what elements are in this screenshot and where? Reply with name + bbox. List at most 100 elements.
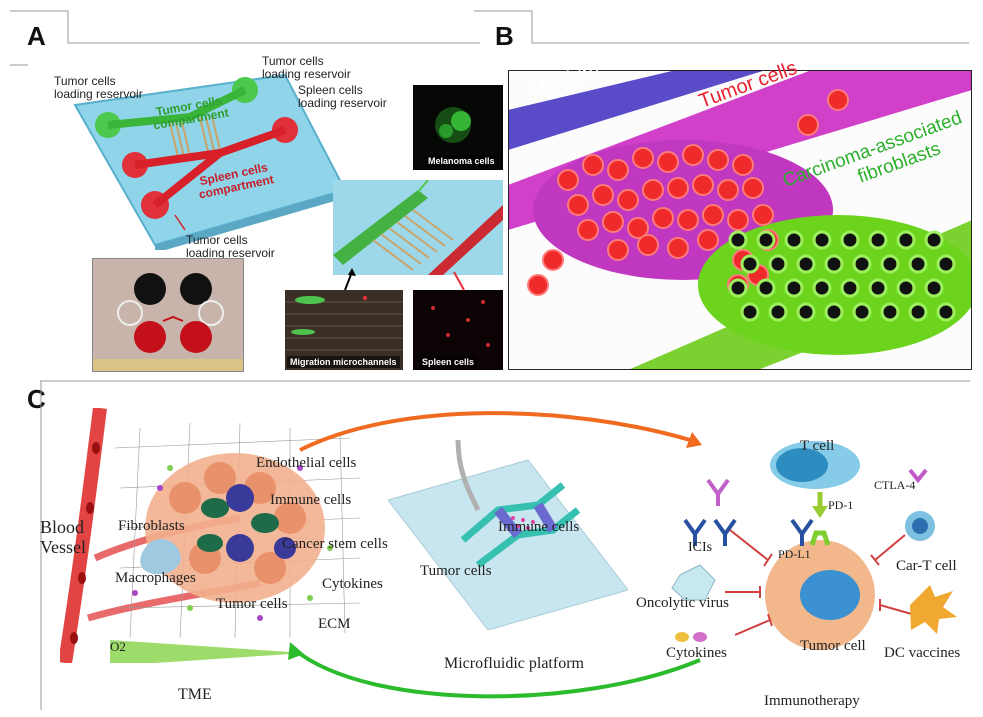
fibroblast-cell-dot bbox=[728, 278, 748, 298]
tumor-cells-label-tme: Tumor cells bbox=[216, 596, 288, 612]
panel-c-frame bbox=[40, 380, 970, 710]
tumor-cell-dot bbox=[682, 144, 704, 166]
tumor-cell-dot bbox=[557, 169, 579, 191]
platform-immune-label: Immune cells bbox=[498, 519, 580, 535]
tumor-reservoir-left-label: Tumor cells loading reservoir bbox=[54, 74, 143, 101]
fibroblasts-label: Fibroblasts bbox=[118, 518, 185, 534]
endothelial-label: Endothelial cells bbox=[256, 455, 357, 471]
melanoma-caption: Melanoma cells bbox=[425, 155, 498, 167]
tumor-cell-dot bbox=[627, 217, 649, 239]
fibroblast-cell-dot bbox=[796, 302, 816, 322]
fibroblast-cell-dot bbox=[768, 254, 788, 274]
cytokines-label-tme: Cytokines bbox=[322, 576, 383, 592]
migration-micrograph: Migration microchannels bbox=[285, 290, 403, 370]
tumor-cell-dot bbox=[707, 149, 729, 171]
fibroblast-cell-dot bbox=[812, 278, 832, 298]
t-cell-label: T cell bbox=[800, 438, 835, 454]
platform-tumor-label: Tumor cells bbox=[420, 563, 492, 579]
tumor-cell-dot bbox=[752, 204, 774, 226]
tumor-cell-dot bbox=[642, 179, 664, 201]
fibroblast-cell-dot bbox=[784, 278, 804, 298]
immunotherapy-caption: Immunotherapy bbox=[764, 693, 860, 709]
cytokines-label-immuno: Cytokines bbox=[666, 645, 727, 661]
fibroblast-cell-dot bbox=[896, 230, 916, 250]
coculture-chip bbox=[508, 70, 972, 370]
tumor-cell-dot bbox=[607, 159, 629, 181]
immune-cells-label: Immune cells bbox=[270, 492, 352, 508]
pdl1-label: PD-L1 bbox=[778, 547, 811, 561]
microfluidic-platform bbox=[388, 440, 628, 630]
panel-a-frame bbox=[10, 10, 480, 66]
tumor-cell-dot bbox=[667, 177, 689, 199]
tme-illustration bbox=[60, 408, 361, 663]
panel-b-letter: B bbox=[495, 21, 514, 51]
tumor-cell-dot bbox=[567, 194, 589, 216]
fibroblast-cell-dot bbox=[924, 230, 944, 250]
fibroblast-cell-dot bbox=[908, 254, 928, 274]
tumor-cell-dot bbox=[657, 151, 679, 173]
tumor-cell-label: Tumor cell bbox=[800, 638, 866, 654]
microchannel-zoom bbox=[333, 180, 503, 275]
panel-b-frame bbox=[474, 10, 969, 44]
fibroblast-cell-dot bbox=[812, 230, 832, 250]
panel-a-letter: A bbox=[27, 21, 46, 51]
tumor-cell-dot bbox=[652, 207, 674, 229]
fibroblast-cell-dot bbox=[840, 230, 860, 250]
icis-label: ICIs bbox=[688, 540, 713, 555]
fibroblast-cell-dot bbox=[756, 230, 776, 250]
melanoma-micrograph: Melanoma cells bbox=[413, 85, 503, 170]
dc-vaccines-label: DC vaccines bbox=[884, 645, 961, 661]
tumor-cell-dot bbox=[827, 89, 849, 111]
arrow-red bbox=[453, 271, 465, 291]
car-t-label: Car-T cell bbox=[896, 558, 957, 574]
chip-schematic bbox=[73, 73, 347, 250]
tumor-cell-dot bbox=[602, 211, 624, 233]
fibroblast-cell-dot bbox=[740, 254, 760, 274]
tumor-cell-dot bbox=[527, 274, 549, 296]
oncolytic-label: Oncolytic virus bbox=[636, 595, 729, 611]
fibroblast-cell-dot bbox=[936, 302, 956, 322]
tumor-cell-dot bbox=[717, 179, 739, 201]
spleen-micrograph: Spleen cells bbox=[413, 290, 503, 370]
tumor-cell-dot bbox=[632, 147, 654, 169]
cancer-stem-label: Cancer stem cells bbox=[282, 536, 388, 552]
fibroblast-cell-dot bbox=[756, 278, 776, 298]
tumor-cell-dot bbox=[667, 237, 689, 259]
arrow-black bbox=[344, 268, 356, 291]
tumor-cell-dot bbox=[702, 204, 724, 226]
tme-caption: TME bbox=[178, 686, 212, 703]
fibroblast-cell-dot bbox=[936, 254, 956, 274]
o2-label: O2 bbox=[110, 639, 126, 654]
fibroblast-cell-dot bbox=[824, 254, 844, 274]
fibroblast-cell-dot bbox=[896, 278, 916, 298]
ecm-label: ECM bbox=[318, 616, 351, 632]
blood-vessel-label-1: Blood bbox=[40, 517, 85, 537]
tumor-reservoir-bottom-label: Tumor cells loading reservoir bbox=[186, 233, 275, 260]
tumor-cell-dot bbox=[742, 177, 764, 199]
platform-caption: Microfluidic platform bbox=[444, 655, 584, 672]
fibroblast-cell-dot bbox=[852, 302, 872, 322]
fibroblast-cell-dot bbox=[852, 254, 872, 274]
macrophages-label: Macrophages bbox=[115, 570, 196, 586]
fibroblast-cell-dot bbox=[908, 302, 928, 322]
tumor-cell-dot bbox=[582, 154, 604, 176]
tumor-cell-dot bbox=[637, 234, 659, 256]
fibroblast-cell-dot bbox=[784, 230, 804, 250]
fibroblast-cell-dot bbox=[868, 230, 888, 250]
fibroblast-cell-dot bbox=[824, 302, 844, 322]
pd1-label: PD-1 bbox=[828, 498, 854, 512]
tumor-reservoir-top-label: Tumor cells loading reservoir bbox=[262, 54, 351, 81]
migration-caption: Migration microchannels bbox=[287, 356, 400, 368]
spleen-caption: Spleen cells bbox=[419, 356, 478, 368]
blood-vessel-label-2: Vessel bbox=[40, 537, 86, 557]
ctla4-label: CTLA-4 bbox=[874, 478, 916, 492]
fibroblast-cell-dot bbox=[740, 302, 760, 322]
tumor-cell-dot bbox=[677, 209, 699, 231]
tumor-cell-dot bbox=[577, 219, 599, 241]
tumor-cell-dot bbox=[617, 189, 639, 211]
tumor-cell-dot bbox=[542, 249, 564, 271]
fibroblast-cell-dot bbox=[796, 254, 816, 274]
fibroblast-cell-dot bbox=[868, 278, 888, 298]
fibroblast-cell-dot bbox=[924, 278, 944, 298]
fibroblast-cell-dot bbox=[728, 230, 748, 250]
